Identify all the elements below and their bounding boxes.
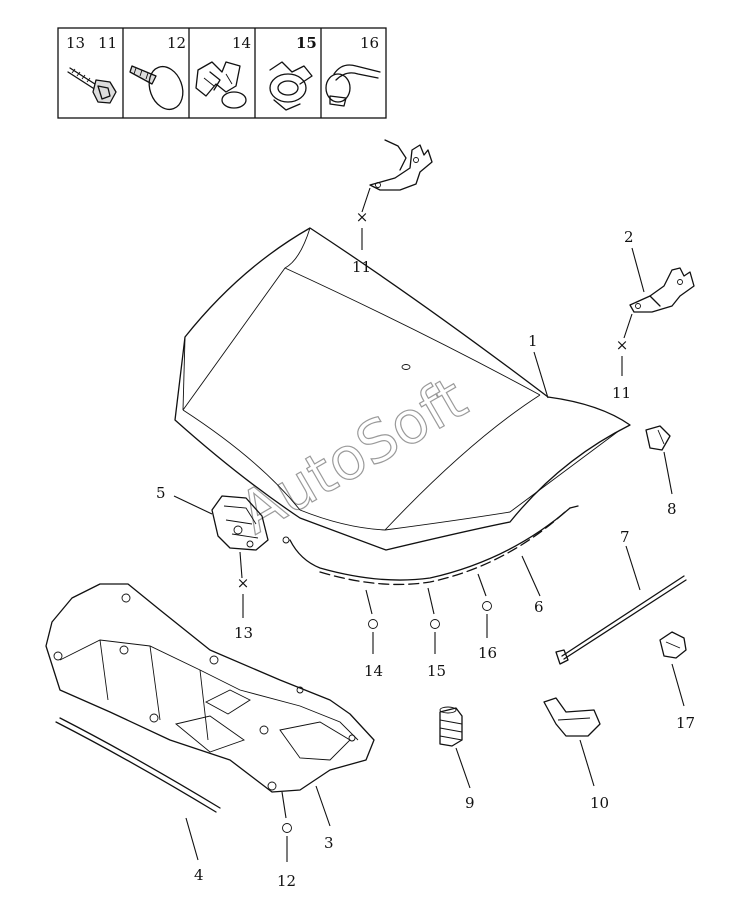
bolt-symbol: × [237, 574, 250, 592]
bolt-symbol: × [616, 336, 629, 354]
fastener-legend: 13 11 12 14 15 [57, 27, 387, 119]
callout-1: 1 [528, 332, 538, 350]
legend-label-13: 13 [66, 34, 85, 52]
callout-6: 6 [534, 598, 544, 616]
bolt-icon [67, 67, 117, 104]
wire-clip-icon [195, 61, 247, 109]
hood-hinge-right [629, 267, 695, 313]
legend-label-11: 11 [98, 34, 117, 52]
callout-11: 11 [352, 258, 371, 276]
callout-12: 12 [277, 872, 296, 890]
watermark: AutoSoft [228, 364, 478, 547]
callout-16: 16 [478, 644, 497, 662]
legend-label-15: 15 [296, 34, 317, 52]
hood-support-rod [555, 575, 687, 665]
callout-8: 8 [667, 500, 677, 518]
push-clip-icon [129, 65, 184, 111]
release-cable [282, 505, 579, 586]
hood-hinge-left [369, 139, 433, 191]
callout-17: 17 [676, 714, 695, 732]
callout-9: 9 [465, 794, 475, 812]
callout-14: 14 [364, 662, 383, 680]
callout-7: 7 [620, 528, 630, 546]
callout-2: 2 [624, 228, 634, 246]
callout-15: 15 [427, 662, 446, 680]
callout-3: 3 [324, 834, 334, 852]
bumper-stop [645, 425, 671, 451]
callout-13: 13 [234, 624, 253, 642]
seal-strip [55, 717, 221, 813]
callout-5: 5 [156, 484, 166, 502]
bolt-symbol: × [356, 208, 369, 226]
hood-latch [211, 495, 269, 551]
engine-undercover [45, 583, 375, 793]
legend-label-12: 12 [167, 34, 186, 52]
legend-label-14: 14 [232, 34, 251, 52]
rubber-buffer [439, 706, 463, 747]
callout-11: 11 [612, 384, 631, 402]
legend-label-16: 16 [360, 34, 379, 52]
cable-clip-icon [325, 64, 381, 107]
callout-4: 4 [194, 866, 204, 884]
rod-holder [543, 697, 601, 737]
callout-10: 10 [590, 794, 609, 812]
rod-grommet [659, 631, 687, 659]
hose-clamp-icon [269, 61, 313, 111]
hood-panel [174, 227, 631, 551]
